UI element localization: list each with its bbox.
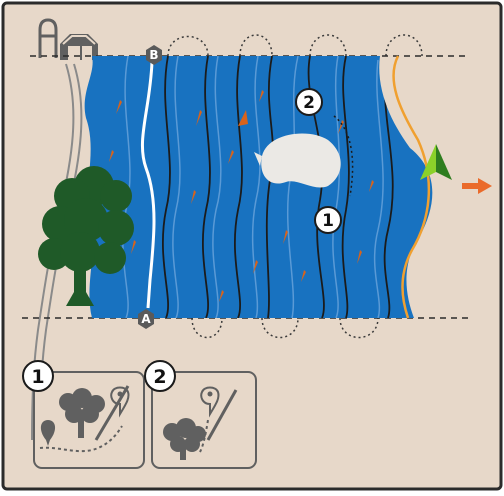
field-area (85, 56, 433, 318)
callout-2: 2 (296, 89, 322, 115)
callout-1: 1 (315, 207, 341, 233)
obstacle-area (261, 133, 341, 187)
point-a-label: A (141, 312, 151, 326)
legend-item-1: 1 (23, 361, 144, 468)
svg-text:2: 2 (153, 366, 166, 388)
legend-item-2: 2 (145, 361, 256, 468)
svg-text:1: 1 (322, 211, 334, 231)
point-b-label: B (149, 48, 158, 62)
svg-text:1: 1 (31, 366, 44, 388)
svg-text:2: 2 (303, 93, 315, 113)
